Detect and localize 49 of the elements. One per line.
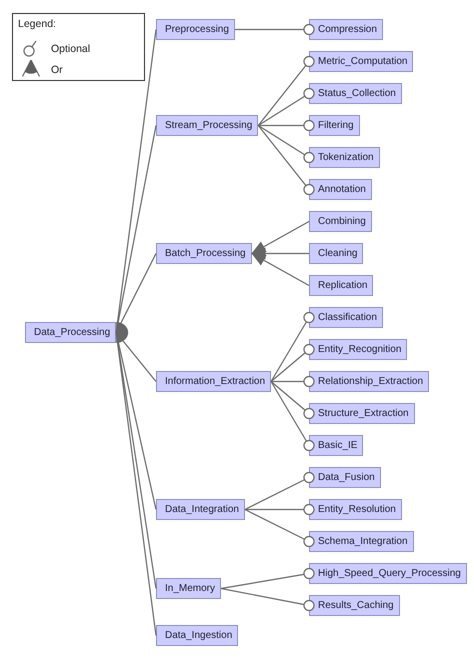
optional-connector [244, 504, 315, 516]
feature-box: High_Speed_Query_Processing [309, 563, 467, 584]
optional-connector [258, 125, 315, 164]
optional-connector [234, 24, 315, 36]
feature-box: Cleaning [309, 243, 364, 264]
feature-box: Data_Integration [156, 499, 245, 520]
feature-box: Tokenization [309, 147, 380, 168]
feature-box: Data_Processing [25, 322, 116, 343]
feature-box: Combining [309, 211, 372, 232]
feature-box: Replication [309, 275, 374, 296]
feature-box: Entity_Resolution [309, 499, 402, 520]
optional-connector [258, 56, 315, 126]
arrow [251, 252, 310, 286]
feature-box: Information_Extraction [156, 371, 272, 392]
legend-label: Or [51, 65, 63, 76]
feature-box: Filtering [309, 115, 360, 136]
feature-box: Annotation [309, 179, 372, 200]
optional-connector [244, 508, 315, 548]
arrow [251, 220, 310, 254]
feature-box: Batch_Processing [156, 243, 252, 264]
arrow [252, 248, 309, 260]
feature-box: Preprocessing [156, 19, 235, 40]
optional-connector [244, 472, 315, 510]
feature-box: Stream_Processing [156, 115, 258, 136]
feature-box: Compression [309, 19, 383, 40]
feature-box: Data_Ingestion [156, 625, 238, 646]
feature-box: Basic_IE [309, 435, 364, 456]
optional-connector [270, 381, 315, 452]
optional-connector [258, 125, 315, 196]
feature-box: Classification [309, 307, 383, 328]
feature-box: Status_Collection [309, 83, 402, 104]
feature-box: Relationship_Extraction [309, 371, 430, 392]
optional-connector [258, 120, 315, 132]
feature-box: Results_Caching [309, 595, 400, 616]
optional-connector [220, 588, 315, 612]
legend-title: Legend: [18, 19, 56, 30]
legend-label: Optional [51, 44, 90, 54]
feature-box: Structure_Extraction [309, 403, 415, 424]
feature-box: Data_Fusion [309, 467, 381, 488]
optional-connector [271, 376, 315, 388]
optional-connector [270, 381, 315, 420]
optional-connector [220, 568, 315, 590]
optional-connector [270, 312, 315, 382]
feature-box: Entity_Recognition [309, 339, 408, 360]
feature-box: Schema_Integration [309, 531, 414, 552]
feature-box: In_Memory [156, 578, 222, 599]
feature-box: Metric_Computation [309, 51, 414, 72]
optional-connector [258, 88, 315, 126]
optional-connector [270, 344, 315, 382]
